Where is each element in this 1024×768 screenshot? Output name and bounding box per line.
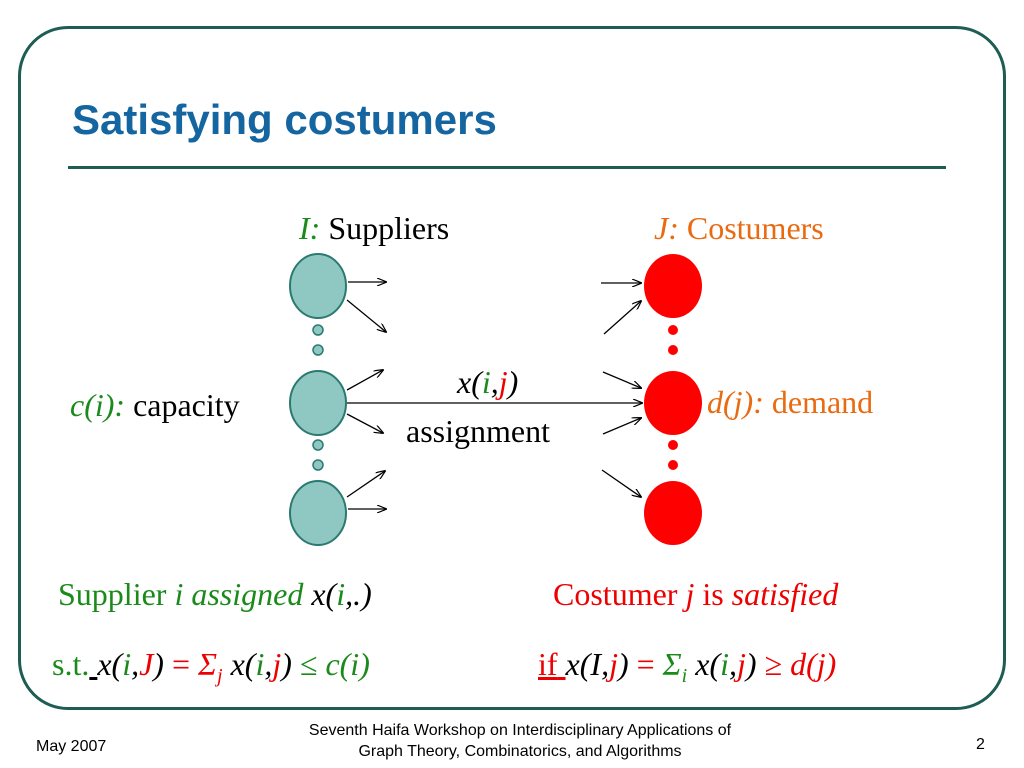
footer-date: May 2007	[36, 738, 107, 755]
customer-ellipsis-dot	[668, 345, 678, 355]
supplier-ellipsis-dot	[312, 324, 324, 336]
suppliers-header: I: Suppliers	[299, 210, 450, 246]
customer-caption: Costumer j is satisfied	[553, 576, 839, 612]
customer-arrow	[603, 301, 641, 335]
edge-variable: x(i,j)	[457, 364, 519, 400]
customer-arrow	[602, 418, 641, 435]
customers-header: J: Costumers	[654, 210, 824, 246]
footer-line-1: Seventh Haifa Workshop on Interdisciplin…	[308, 722, 732, 739]
supplier-constraint: s.t. x(i,J) = Σj x(i,j) ≤ c(i)	[52, 646, 370, 688]
customer-ellipsis-dot	[668, 325, 678, 335]
customer-arrow	[601, 469, 641, 497]
supplier-arrow	[346, 471, 385, 498]
page-number: 2	[976, 736, 985, 753]
supplier-ellipsis-dot	[312, 344, 324, 356]
customer-constraint: if x(I,j) = Σi x(i,j) ≥ d(j)	[538, 646, 837, 688]
supplier-node-bottom	[289, 480, 347, 546]
supplier-ellipsis-dot	[312, 459, 324, 471]
customer-node-top	[644, 254, 702, 318]
supplier-ellipsis-dot	[312, 439, 324, 451]
supplier-arrow	[346, 413, 383, 433]
slide-title: Satisfying costumers	[72, 96, 497, 143]
slide-frame	[18, 26, 1006, 710]
footer-conference: Seventh Haifa Workshop on Interdisciplin…	[240, 720, 800, 762]
supplier-node-top	[289, 253, 347, 319]
customer-ellipsis-dot	[668, 440, 678, 450]
assignment-label: assignment	[406, 413, 550, 449]
customer-ellipsis-dot	[668, 460, 678, 470]
demand-label: d(j): demand	[707, 384, 874, 420]
supplier-arrow	[346, 299, 386, 332]
capacity-label: c(i): capacity	[70, 387, 240, 423]
supplier-caption: Supplier i assigned x(i,.)	[58, 576, 372, 612]
supplier-node-middle	[289, 370, 347, 436]
supplier-arrow	[346, 370, 383, 391]
title-underline	[68, 166, 946, 169]
customer-arrow	[602, 371, 641, 388]
customer-node-bottom	[644, 481, 702, 545]
footer-line-2: Graph Theory, Combinatorics, and Algorit…	[358, 743, 682, 760]
customer-node-middle	[644, 371, 702, 435]
